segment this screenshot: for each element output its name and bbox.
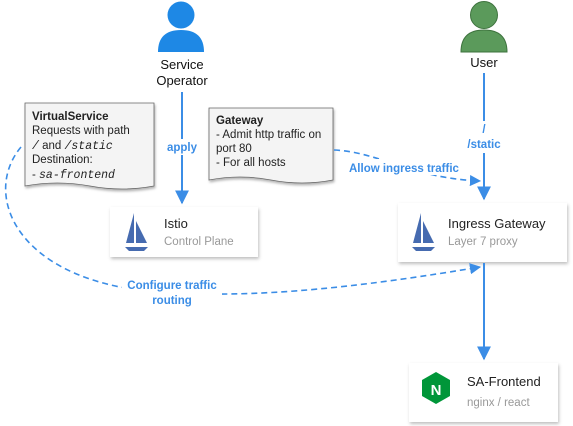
nginx-logo-icon: N [422,372,450,404]
virtualservice-line4: - sa-frontend [32,169,115,182]
operator-label-line1: Service [160,57,203,72]
destination-host: sa-frontend [39,169,115,182]
istio-title: Istio [164,216,188,231]
configure-label-bg [122,276,222,308]
virtualservice-line2: / and /static [32,140,113,153]
virtualservice-line1: Requests with path [32,125,130,137]
person-icon-user [460,1,508,53]
apply-label-bg [163,139,201,155]
configure-label-a: Configure traffic [127,280,217,292]
configure-label-b: routing [152,295,192,307]
person-icon-operator [158,1,204,52]
istio-subtitle: Control Plane [164,236,234,248]
virtualservice-line3: Destination: [32,154,93,166]
virtualservice-note [24,102,155,190]
apply-label: apply [167,142,198,154]
gateway-title: Gateway [216,115,264,127]
user-label: User [470,55,498,70]
sa-frontend-node: N SA-Frontend nginx / react [409,363,558,422]
istio-logo-icon [412,213,435,251]
path-static: /static [64,140,112,153]
gateway-note [208,107,334,184]
gateway-line3: - For all hosts [216,157,286,169]
istio-logo-icon [125,213,148,251]
istio-node: Istio Control Plane [110,207,258,257]
ingress-title: Ingress Gateway [448,216,546,231]
ingress-subtitle: Layer 7 proxy [448,236,518,248]
allow-ingress-label-bg [347,159,467,175]
gateway-line2: port 80 [216,143,252,155]
gateway-line1: - Admit http traffic on [216,129,321,141]
virtualservice-title: VirtualService [32,111,109,123]
user-path-label-b: /static [467,139,501,151]
frontend-subtitle: nginx / react [467,397,530,409]
user-path-label-a: / [482,124,486,136]
ingress-gateway-node: Ingress Gateway Layer 7 proxy [398,203,567,262]
service-operator-actor: Service Operator [156,1,208,88]
allow-ingress-label: Allow ingress traffic [349,163,460,175]
destination-dash: - [32,169,39,181]
allow-ingress-arrow [333,149,482,187]
nginx-logo-letter: N [431,382,442,399]
user-actor: User [460,1,508,70]
user-path-label-bg [462,121,506,153]
frontend-title: SA-Frontend [467,374,541,389]
path-and: and [39,140,65,152]
path-root: / [32,140,40,153]
operator-label-line2: Operator [156,73,208,88]
